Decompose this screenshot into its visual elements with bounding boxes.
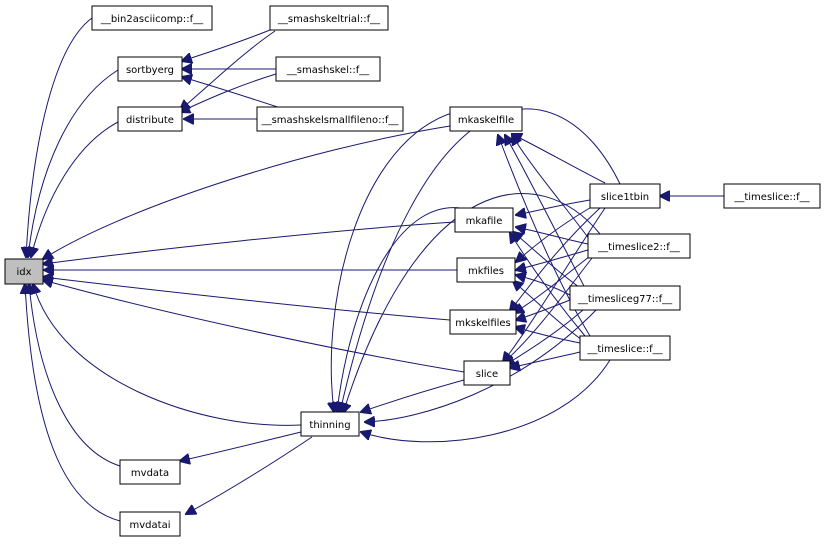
node-bin2asciicomp-label: __bin2asciicomp::f__: [100, 14, 204, 25]
node-timeslice-a[interactable]: __timeslice::f__: [723, 183, 821, 209]
edge-timesliceg77-to-mkskelfiles: [516, 299, 571, 320]
node-smashskel[interactable]: __smashskel::f__: [275, 56, 381, 82]
edge-distribute-to-idx: [31, 121, 119, 257]
node-mkafile-label: mkafile: [466, 216, 503, 227]
node-idx[interactable]: idx: [4, 258, 44, 285]
node-mkfiles-label: mkfiles: [468, 266, 504, 277]
node-smashskel-label: __smashskel::f__: [286, 65, 370, 76]
edge-mvdata-to-idx: [29, 284, 121, 467]
edges-group: [25, 17, 724, 522]
edge-thinning-to-mvdata: [180, 431, 302, 461]
node-slice-label: slice: [476, 369, 498, 380]
node-timeslice2[interactable]: __timeslice2::f__: [587, 233, 691, 259]
node-mkafile[interactable]: mkafile: [454, 207, 514, 233]
node-smashskeltrial[interactable]: __smashskeltrial::f__: [269, 5, 389, 31]
node-mvdatai[interactable]: mvdatai: [119, 511, 181, 537]
node-timeslice2-label: __timeslice2::f__: [597, 242, 681, 253]
edge-sortbyerg-to-idx: [28, 69, 119, 257]
edge-timeslice2-to-mkafile: [516, 227, 589, 245]
edge-slice-to-idx: [43, 280, 465, 373]
edge-timeslice-lower-to-mkskelfiles: [515, 327, 581, 344]
edge-slice-to-thinning: [361, 379, 465, 412]
node-timeslice-b[interactable]: __timeslice::f__: [579, 335, 671, 361]
node-mkfiles[interactable]: mkfiles: [456, 257, 516, 283]
node-mkskelfiles-label: mkskelfiles: [455, 318, 511, 329]
node-slice1tbin-label: slice1tbin: [601, 192, 649, 203]
node-mvdatai-label: mvdatai: [130, 520, 171, 531]
node-slice1tbin[interactable]: slice1tbin: [589, 183, 661, 209]
edge-smashskeltrial-to-sortbyerg: [182, 29, 271, 61]
edge-timeslice-lower-to-mkaskelfile: [498, 135, 591, 337]
node-timesliceg77[interactable]: __timesliceg77::f__: [569, 285, 681, 311]
edge-timeslice2-to-slice: [503, 257, 593, 363]
edge-mvdatai-to-idx: [25, 284, 121, 522]
edge-timeslice2-to-mkaskelfile: [512, 135, 591, 241]
node-bin2asciicomp[interactable]: __bin2asciicomp::f__: [91, 5, 213, 31]
edge-slice1tbin-to-mkfiles: [516, 204, 596, 262]
edge-timesliceg77-to-mkaskelfile: [505, 135, 586, 289]
edge-timeslice2-to-mkskelfiles: [514, 255, 591, 313]
edge-timeslice-lower-to-thinning: [361, 359, 611, 443]
edge-mkaskelfile-to-idx: [43, 125, 451, 259]
edge-timeslice2-to-thinning: [343, 193, 601, 413]
edge-smashskel-to-distribute: [180, 73, 277, 112]
node-mkaskelfile[interactable]: mkaskelfile: [449, 106, 523, 132]
node-mkskelfiles[interactable]: mkskelfiles: [449, 309, 517, 335]
edge-smashskeltrial-to-distribute: [180, 30, 276, 110]
edge-mkaskelfile-to-thinning: [331, 111, 456, 412]
edge-thinning-to-mvdatai: [186, 436, 313, 514]
node-slice[interactable]: slice: [463, 360, 511, 386]
edge-mkafile-to-thinning: [337, 207, 471, 412]
node-sortbyerg[interactable]: sortbyerg: [117, 56, 183, 82]
edge-timesliceg77-to-thinning: [365, 305, 601, 422]
edge-timeslice-lower-to-mkafile: [510, 233, 586, 337]
edge-slice1tbin-to-mkafile: [516, 199, 591, 215]
node-timeslice-a-label: __timeslice::f__: [733, 192, 810, 203]
node-thinning[interactable]: thinning: [300, 411, 360, 437]
node-mkaskelfile-label: mkaskelfile: [458, 115, 514, 126]
node-thinning-label: thinning: [309, 420, 350, 431]
node-smashskelsmallfileno[interactable]: __smashskelsmallfileno::f__: [256, 106, 404, 132]
node-mvdata[interactable]: mvdata: [119, 459, 181, 485]
node-sortbyerg-label: sortbyerg: [126, 65, 174, 76]
edge-bin2asciicomp-to-idx: [26, 17, 93, 257]
edge-timeslice-lower-to-mkfiles: [513, 281, 583, 341]
node-mvdata-label: mvdata: [131, 468, 169, 479]
node-distribute[interactable]: distribute: [117, 106, 183, 132]
edge-slice1tbin-to-slice: [503, 207, 606, 362]
nodes-group: idx __bin2asciicomp::f__ __smashskeltria…: [4, 5, 821, 537]
node-timesliceg77-label: __timesliceg77::f__: [577, 294, 673, 305]
node-idx-label: idx: [16, 267, 31, 278]
edge-timesliceg77-to-mkfiles: [516, 275, 571, 296]
node-timeslice-b-label: __timeslice::f__: [586, 344, 663, 355]
edge-thinning-to-idx: [33, 284, 302, 426]
node-smashskeltrial-label: __smashskeltrial::f__: [277, 14, 381, 25]
edge-slice1tbin-to-mkaskelfile: [512, 134, 606, 184]
node-distribute-label: distribute: [126, 115, 174, 126]
edge-mkskelfiles-to-idx: [43, 277, 451, 321]
edge-timesliceg77-to-slice: [505, 309, 584, 365]
edge-timeslice-lower-to-slice: [510, 351, 581, 368]
node-smashskelsmallfileno-label: __smashskelsmallfileno::f__: [261, 115, 400, 126]
